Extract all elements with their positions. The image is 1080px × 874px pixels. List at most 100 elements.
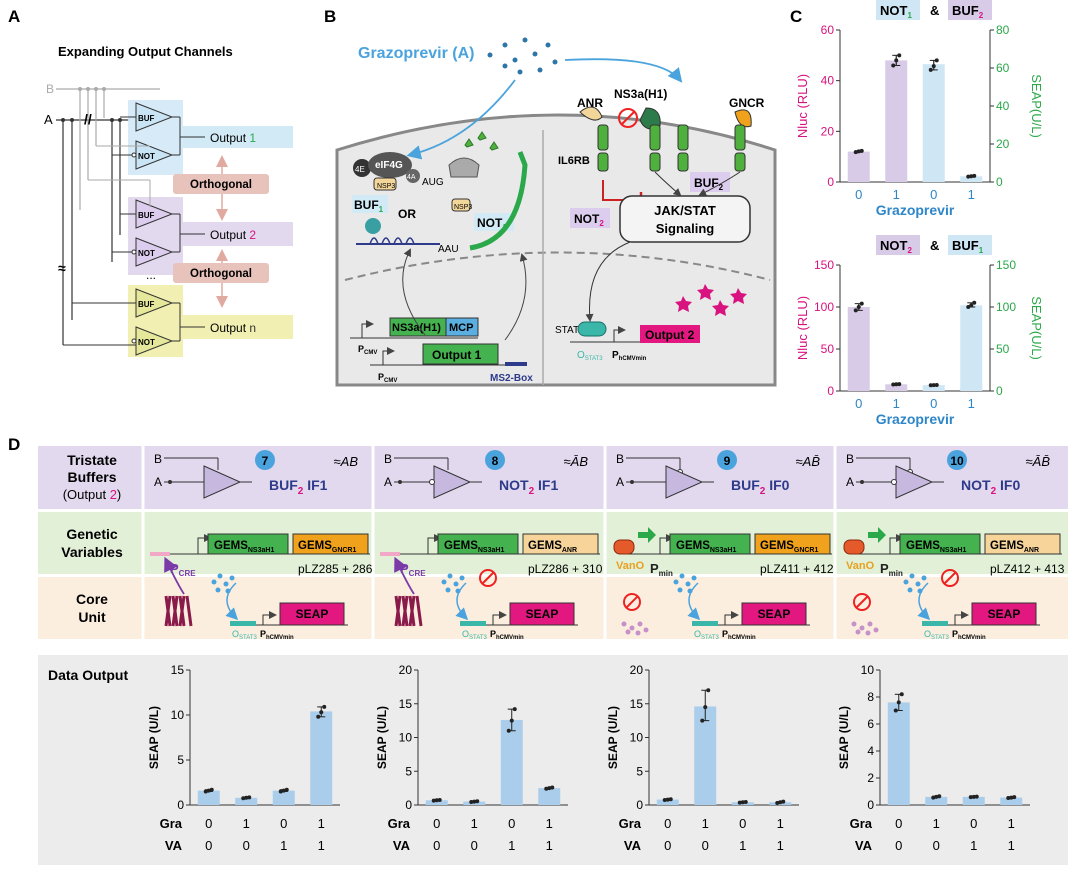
d-gra-value: 0 (664, 816, 671, 831)
d-va-value: 1 (970, 838, 977, 853)
d-point (662, 797, 667, 802)
d-point (971, 794, 976, 799)
d-point (506, 728, 511, 733)
d-va-value: 1 (546, 838, 553, 853)
d-va-value: 1 (280, 838, 287, 853)
c-x-tick: 0 (855, 187, 862, 202)
c-x-tick: 0 (855, 396, 862, 411)
d-input-a: A (154, 475, 162, 489)
d-gems2-label: GEMSANR (528, 540, 577, 554)
d-bar (656, 799, 679, 805)
d-va-value: 1 (1008, 838, 1015, 853)
c-point (856, 305, 861, 309)
gate-not-2: NOT (138, 249, 155, 258)
c-bar (847, 307, 870, 391)
d-point (668, 797, 673, 802)
d-y-tick: 4 (867, 744, 874, 758)
d-no-icon (853, 593, 871, 611)
c-legend-swatch (948, 235, 992, 255)
svg-text:OSTAT3: OSTAT3 (577, 350, 603, 362)
gate-not-1: NOT (138, 152, 155, 161)
d-seap-box (741, 602, 807, 626)
d-phcmv: PhCMVmin (722, 629, 756, 641)
row-label-buffers-3: (Output 2) (63, 487, 122, 502)
c-left-tick: 0 (827, 384, 834, 398)
d-gems2-label: GEMSGNCR1 (298, 540, 356, 554)
d-logic: ≈ĀB (564, 454, 589, 469)
d-point (241, 796, 246, 801)
c-x-label: Grazoprevir (876, 411, 955, 427)
c-legend-swatch (948, 0, 992, 20)
buf1-label: BUF1 (354, 198, 384, 214)
d-input-b: B (384, 452, 392, 466)
d-gems1-label: GEMSNS3aH1 (214, 540, 274, 554)
c-point (897, 382, 902, 387)
d-point (512, 707, 517, 712)
d-y-label: SEAP (U/L) (606, 706, 620, 769)
d-y-tick: 5 (636, 764, 643, 778)
c-x-tick: 0 (930, 396, 937, 411)
d-ostat3: OSTAT3 (462, 629, 487, 641)
d-gate-name: NOT2 IF1 (499, 477, 558, 497)
d-seap-box (971, 602, 1037, 626)
d-gra-label: Gra (619, 816, 642, 831)
d-receptor-icon (394, 595, 423, 627)
c-x-tick: 1 (893, 396, 900, 411)
gate-not-n: NOT (138, 338, 155, 347)
orthogonal-label-2: Orthogonal (190, 268, 252, 280)
c-point (894, 58, 899, 63)
c-point (859, 301, 864, 306)
c-point (928, 383, 933, 388)
d-column-number: 9 (724, 454, 731, 468)
d-point (700, 718, 705, 723)
d-va-value: 0 (895, 838, 902, 853)
d-seap-label: SEAP (296, 607, 329, 621)
d-va-value: 0 (933, 838, 940, 853)
d-gra-label: Gra (160, 816, 183, 831)
d-input-b: B (616, 452, 624, 466)
c-point (853, 308, 858, 313)
d-y-tick: 20 (630, 663, 644, 677)
d-point (278, 789, 283, 794)
d-point (550, 785, 555, 790)
panel-letter-b: B (324, 7, 336, 26)
d-gems1-box (899, 533, 981, 555)
c-legend-amp: & (930, 3, 939, 18)
c-point (897, 53, 902, 58)
ms2-label: MS2-Box (490, 373, 533, 384)
c-x-label: Grazoprevir (876, 202, 955, 218)
d-y-tick: 0 (867, 798, 874, 812)
d-seap-label: SEAP (988, 607, 1021, 621)
c-left-tick: 60 (821, 23, 835, 37)
d-point (775, 800, 780, 805)
d-va-value: 0 (205, 838, 212, 853)
output-n-label: Output n (210, 321, 256, 335)
d-gra-value: 0 (433, 816, 440, 831)
row-label-buffers-2: Buffers (67, 469, 116, 485)
c-point (972, 300, 977, 305)
d-gra-value: 1 (546, 816, 553, 831)
d-input-a: A (846, 475, 854, 489)
d-y-label: SEAP (U/L) (375, 706, 389, 769)
svg-text:PhCMVmin: PhCMVmin (612, 350, 647, 362)
c-x-tick: 1 (968, 187, 975, 202)
row-label-core-2: Unit (78, 609, 106, 625)
d-gra-value: 0 (895, 816, 902, 831)
jakstat-line2: Signaling (656, 221, 715, 236)
d-gate-name: BUF2 IF0 (731, 477, 790, 497)
c-right-tick: 40 (996, 99, 1010, 113)
d-point (434, 798, 439, 803)
d-column-number: 10 (950, 454, 964, 468)
d-input-b: B (154, 452, 162, 466)
aau-label: AAU (438, 244, 459, 255)
d-point (469, 799, 474, 804)
d-seap-box (279, 602, 345, 626)
e4a-label: 4A (407, 174, 416, 181)
c-right-label: SEAP(U/L) (1029, 296, 1044, 360)
d-vano-label: VanO (846, 560, 875, 572)
d-point (665, 797, 670, 802)
ellipsis: ... (146, 268, 156, 282)
gate-buf-n: BUF (138, 300, 155, 309)
d-point (1009, 795, 1014, 800)
